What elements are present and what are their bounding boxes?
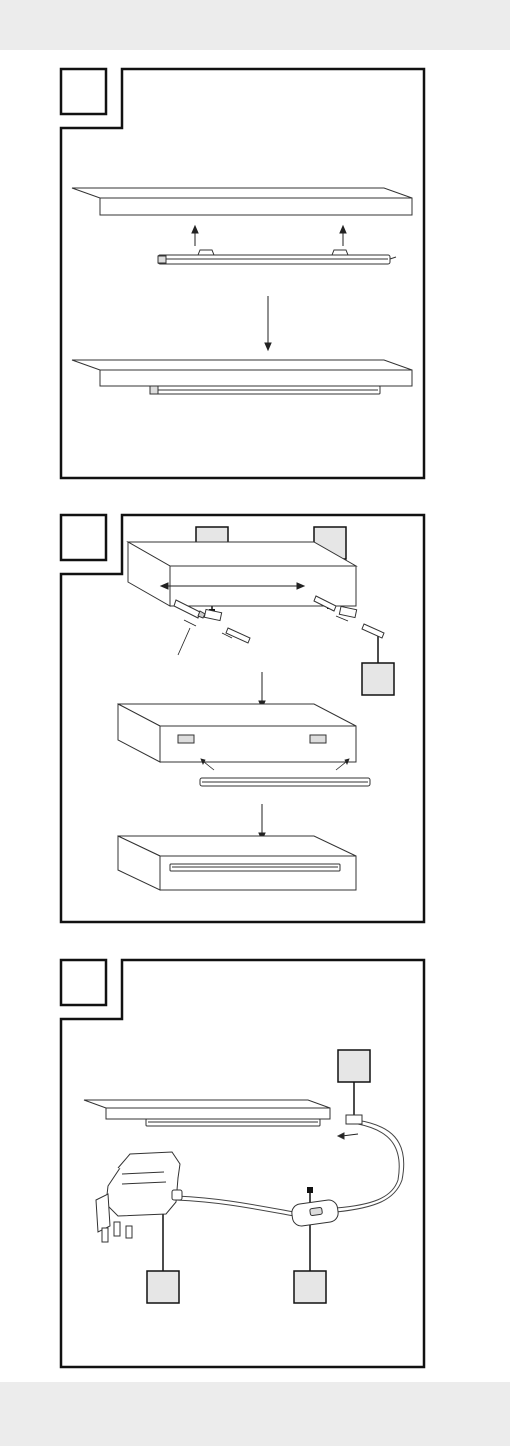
figure-3-inline-switch — [291, 1199, 340, 1227]
figure-1-illustration — [0, 0, 510, 490]
figure-1-frame — [61, 69, 424, 478]
figure-3-callout-plug-end — [338, 1050, 370, 1121]
figure-1-light-bar — [158, 250, 396, 264]
figure-2-shelf-upper — [128, 542, 356, 606]
figure-3-panel — [0, 940, 510, 1380]
figure-2-step-box — [61, 515, 106, 560]
figure-3-cable — [176, 1120, 404, 1216]
figure-2-light-bar — [200, 778, 370, 786]
figure-3-illustration — [0, 940, 510, 1380]
figure-1-shelf-upper — [72, 188, 412, 215]
figure-3-connector — [338, 1115, 362, 1139]
footer-band — [0, 1382, 510, 1446]
figure-3-shelf — [84, 1100, 330, 1126]
figure-3-frame — [61, 960, 424, 1367]
figure-2-shelf-lower — [118, 836, 356, 890]
figure-1-up-arrows — [192, 226, 346, 246]
figure-2-down-arrow-2 — [259, 804, 265, 840]
figure-2-illustration — [0, 490, 510, 940]
figure-1-panel — [0, 0, 510, 490]
figure-1-down-arrow — [265, 296, 271, 350]
figure-3-step-box — [61, 960, 106, 1005]
figure-1-step-box — [61, 69, 106, 114]
figure-1-shelf-lower — [72, 360, 412, 394]
figure-2-panel — [0, 490, 510, 940]
figure-2-down-arrow-1 — [259, 672, 265, 708]
figure-2-small-arrows — [178, 616, 348, 655]
figure-2-shelf-middle — [118, 704, 356, 762]
figure-3-power-adapter — [96, 1152, 182, 1242]
figure-2-callout-c — [362, 636, 394, 695]
